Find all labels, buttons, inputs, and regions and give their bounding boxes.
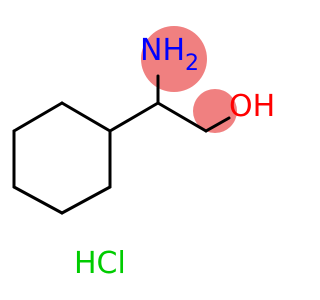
- hydroxyl-label: OH: [229, 89, 275, 124]
- ring-bond-6: [12, 101, 64, 133]
- chiral-to-methylene-bond: [156, 101, 208, 133]
- hydroxyl-highlight: [193, 89, 237, 133]
- ring-bond-3: [60, 185, 112, 215]
- ring-to-chiral-bond: [108, 101, 160, 133]
- ring-bond-1: [60, 101, 112, 133]
- ring-bond-4: [12, 185, 64, 215]
- cyclohexane-ring: [12, 101, 112, 215]
- amine-element: NH: [140, 33, 185, 68]
- methylene-to-oxygen-bond: [204, 116, 231, 133]
- amine-label: NH2: [140, 33, 199, 76]
- chemical-structure: NH2 OH HCl: [12, 26, 275, 281]
- hcl-label: HCl: [74, 246, 126, 281]
- amine-subscript: 2: [185, 51, 199, 76]
